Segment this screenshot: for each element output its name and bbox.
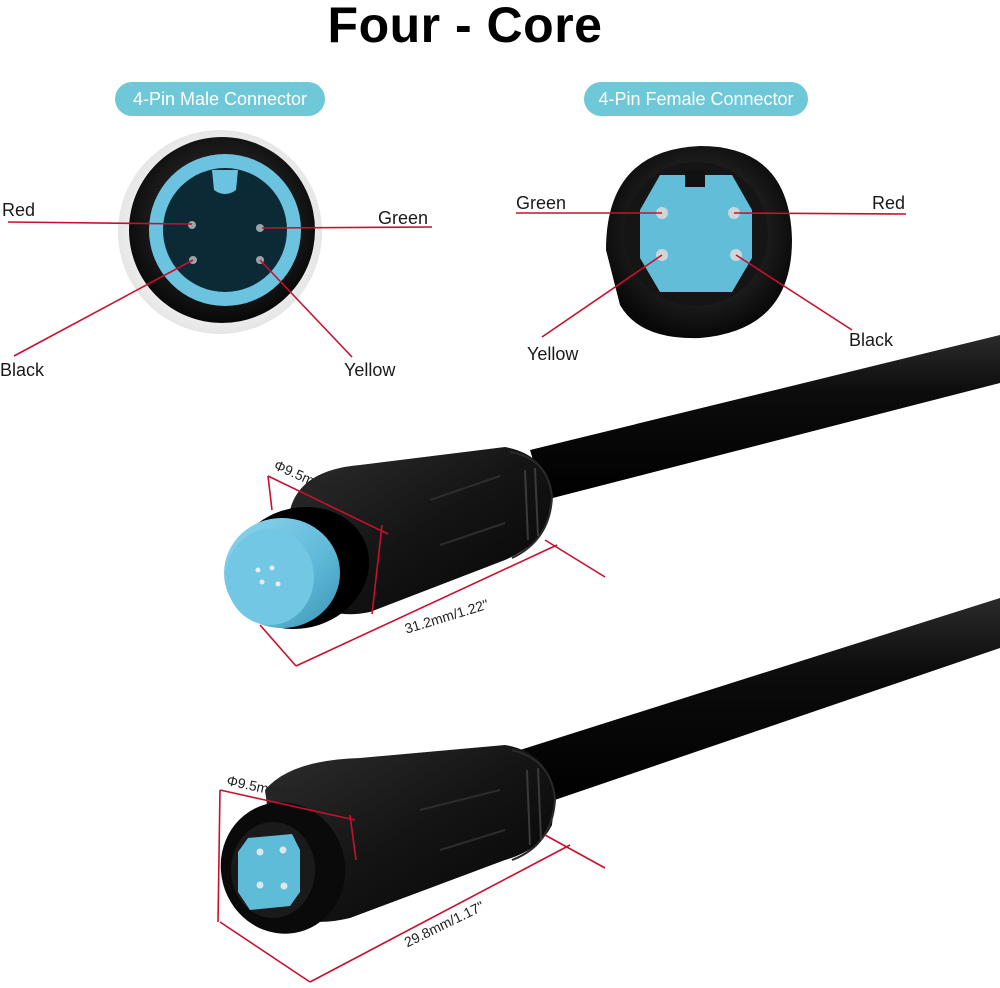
upper-cable [530, 335, 1000, 500]
female-label-black: Black [849, 330, 894, 350]
female-connector-heading: 4-Pin Female Connector [584, 82, 808, 116]
male-connector-heading: 4-Pin Male Connector [115, 82, 325, 116]
female-connector-body [220, 745, 557, 934]
female-leader-lines [516, 212, 907, 338]
male-label-black: Black [0, 360, 45, 380]
male-label-green: Green [378, 208, 429, 228]
lower-cable [520, 598, 1000, 805]
male-leader-lines [7, 221, 433, 358]
female-label-red: Red [872, 193, 906, 213]
female-connector-face [606, 146, 792, 339]
female-label-yellow: Yellow [527, 344, 579, 364]
male-label-yellow: Yellow [344, 360, 396, 380]
male-connector-face [118, 130, 322, 334]
male-dimension-lines [259, 475, 606, 667]
female-dimension-lines [217, 789, 606, 983]
male-connector-body [224, 447, 554, 630]
male-label-red: Red [2, 200, 36, 220]
female-label-green: Green [516, 193, 567, 213]
page-title: Four - Core [327, 0, 603, 53]
